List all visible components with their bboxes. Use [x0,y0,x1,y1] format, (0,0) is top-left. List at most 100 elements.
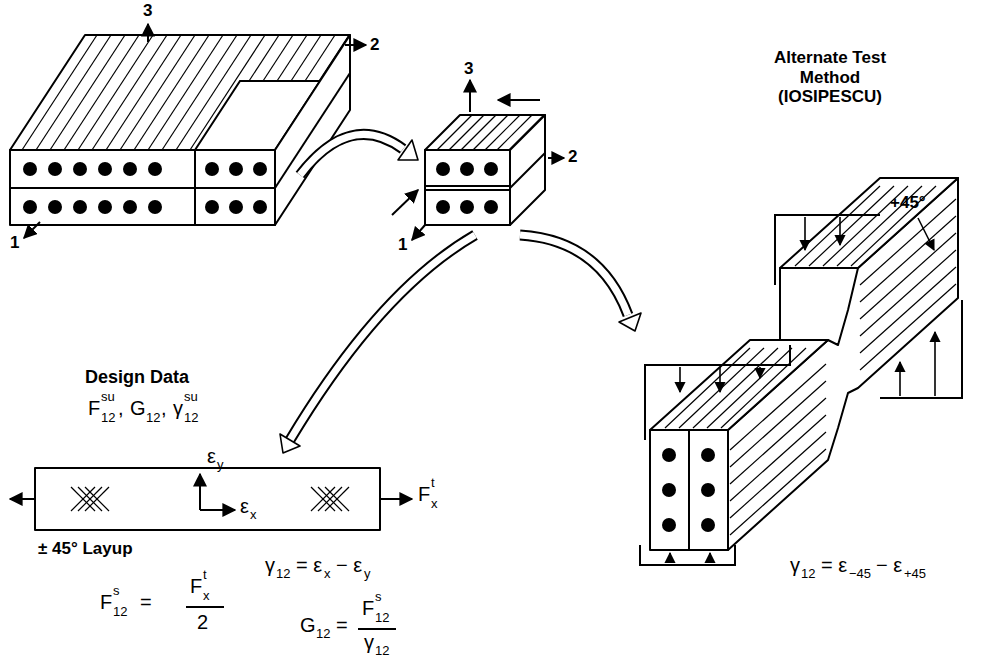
fibre-hatch [71,487,95,511]
subscript: y [364,567,371,580]
axis-arrow [548,157,564,159]
fibre-hatch [730,415,826,501]
denominator: 2 [197,612,208,632]
fibre-hatch [71,487,95,511]
fibre-end [436,200,450,214]
flow-arrow [290,235,475,440]
shear-arrow [392,190,418,215]
fibre-hatch [795,186,880,266]
fibre-hatch [730,364,826,450]
load-arrow [934,332,936,396]
fibre-hatch [106,35,181,150]
symbol: γ [173,398,183,418]
fibre-end [484,200,498,214]
caption: ± 45° Layup [38,540,133,557]
fibre-hatch [190,35,265,150]
fibre-end [148,162,162,176]
subscript: x [324,567,331,580]
operator: = [140,592,152,612]
subscript: 12 [101,411,115,424]
fibre-hatch [85,487,109,511]
fibre-hatch [860,284,956,370]
fibre-end [98,162,112,176]
subscript: 12 [184,411,198,424]
load-arrow [899,362,901,396]
superscript: t [203,568,207,581]
fibre-end [662,448,676,462]
ply-line [275,73,350,188]
flow-arrow [290,235,475,440]
fibre-hatch [78,487,102,511]
fibre-end [436,162,450,176]
fibre-hatch [509,115,544,150]
fibre-hatch [679,348,764,428]
fibre-hatch [860,250,956,336]
symbol: ε [240,496,249,516]
fibre-hatch [325,487,349,511]
fibre-end [662,518,676,532]
shear-arrow [498,99,540,101]
ply-line [425,189,510,191]
symbol: G [300,615,316,635]
ply-line [510,153,545,188]
load-arrow [804,217,806,250]
separator: , [118,398,124,418]
symbol: ε [207,446,216,466]
fixture-bracket [880,300,962,398]
symbol: F [362,598,374,618]
axis-label: 1 [398,236,407,253]
separator: , [161,398,167,418]
superscript: s [375,590,382,603]
axis-arrow [345,44,366,46]
load-arrow [709,553,711,563]
fibre-hatch [318,487,342,511]
axis-label: 2 [568,148,577,165]
axis-label: 2 [370,36,379,53]
fibre-hatch [50,35,125,150]
specimen-front-face [650,430,728,550]
fibre-end [23,162,37,176]
fibre-hatch [36,35,111,150]
fibre-hatch [860,216,956,302]
load-arrow [669,553,671,563]
fibre-hatch [22,35,97,150]
fibre-hatch [134,35,209,150]
operator: = [336,615,348,635]
subscript: 12 [801,567,815,580]
subscript: x [203,589,210,602]
subscript: x [250,508,257,521]
fibre-hatch [176,35,251,150]
axis-arrow [412,225,425,240]
flow-arrow [300,134,403,175]
superscript: s [113,584,120,597]
fibre-hatch [707,348,792,428]
symbol: γ [265,555,275,575]
symbol: F [190,576,202,596]
operator: = ε [296,555,322,575]
fibre-hatch [665,348,750,428]
fixture-bracket [645,345,790,440]
axis-label: 3 [143,2,152,19]
ply-line [425,185,510,187]
fibre-end [701,483,715,497]
fibre-end [460,162,474,176]
load-arrow [759,367,761,378]
flow-arrowhead [398,140,418,160]
subscript: 12 [113,605,127,618]
fibre-end [48,162,62,176]
fibre-end [229,200,243,214]
method-title: Alternate Test Method (IOSIPESCU) [770,48,890,107]
fibre-hatch [162,35,237,150]
fibre-hatch [730,381,826,467]
fibre-hatch [78,35,153,150]
operator: = ε [821,555,847,575]
fibre-end [253,200,267,214]
strain-arrow [199,474,201,510]
fibre-end [123,200,137,214]
flow-arrowhead [619,313,641,331]
fibre-hatch [860,267,956,353]
flow-arrow [300,134,403,175]
load-arrow [719,367,721,392]
symbol: F [418,484,430,504]
axis-arrow [147,24,149,42]
